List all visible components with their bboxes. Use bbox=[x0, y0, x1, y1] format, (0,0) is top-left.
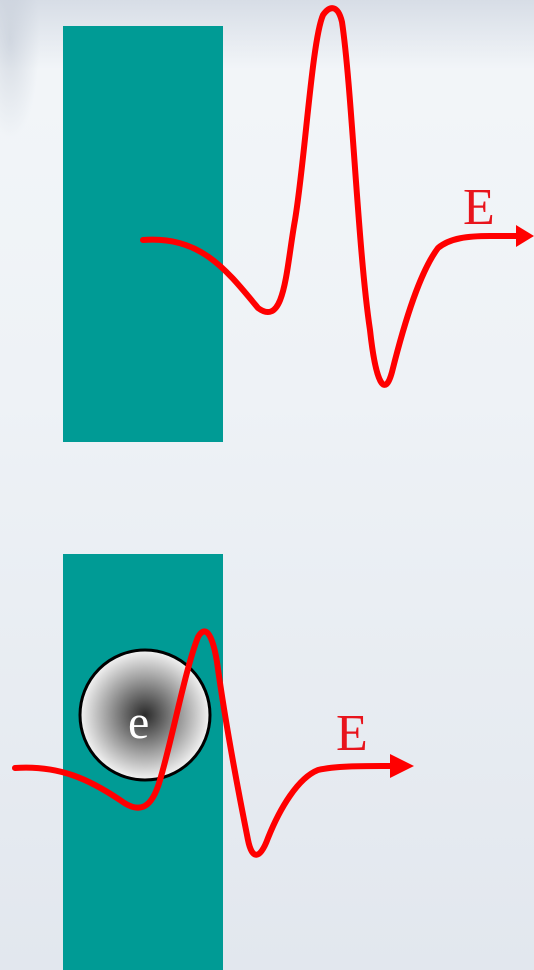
arrow-head-top bbox=[516, 225, 534, 247]
electric-field-label-bottom: E bbox=[336, 708, 368, 760]
arrow-head-bottom bbox=[390, 754, 414, 778]
electric-field-label-top: E bbox=[463, 182, 495, 234]
electron-label: e bbox=[128, 699, 149, 747]
